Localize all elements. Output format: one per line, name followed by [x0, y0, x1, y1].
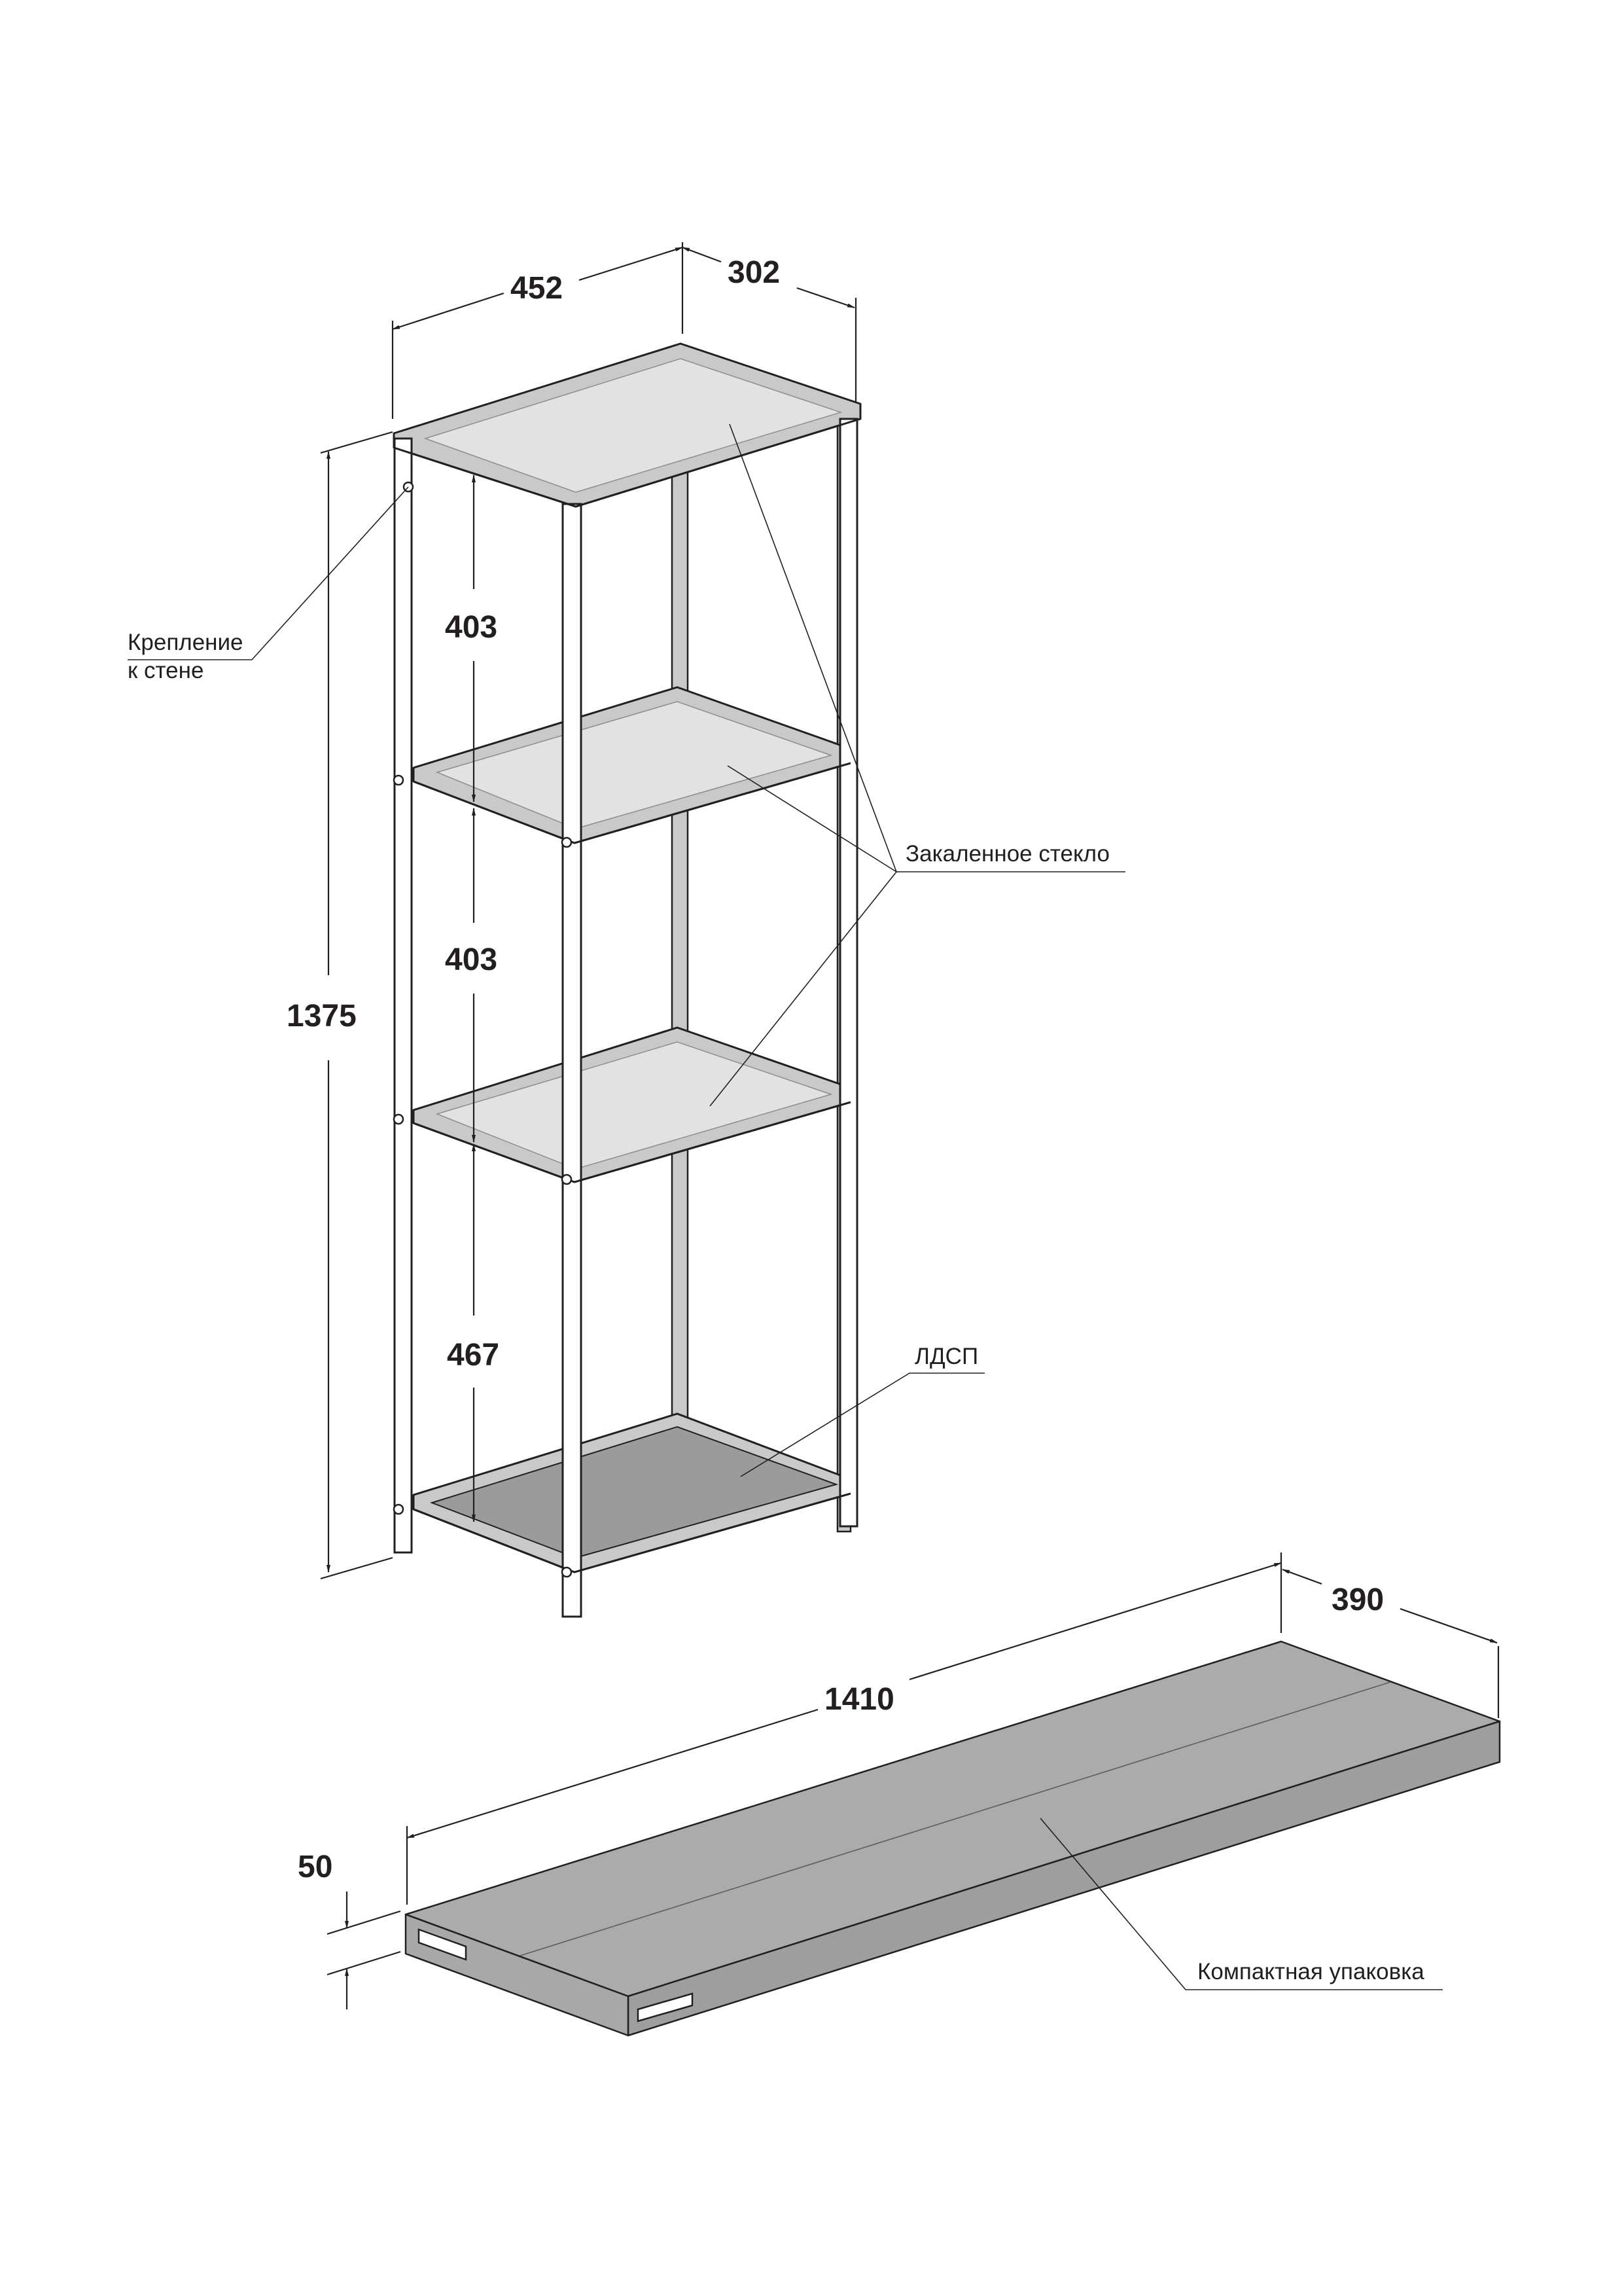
package-height-label: 50: [298, 1850, 332, 1884]
shelving-unit: [393, 342, 862, 1618]
compact-packaging-label: Компактная упаковка: [1197, 1959, 1424, 1984]
box-handle-slot: [637, 1992, 694, 2022]
box-top-face: [404, 1640, 1501, 1998]
package-width-label: 390: [1332, 1583, 1384, 1617]
tempered-glass-label: Закаленное стекло: [906, 841, 1110, 867]
bottom-shelf: [412, 1412, 852, 1573]
upper-glass-shelf: [412, 686, 852, 844]
wall-mount-label: к стене: [128, 658, 203, 683]
front-left-post: [393, 437, 413, 1554]
front-right-post: [839, 418, 858, 1528]
back-center-post: [671, 362, 689, 1425]
package-length-label: 1410: [824, 1682, 894, 1717]
package-callouts: Компактная упаковка: [1040, 1818, 1443, 1990]
chipboard-label: ЛДСП: [915, 1344, 978, 1369]
middle-gap-dimension-label: 403: [445, 942, 497, 977]
depth-dimension-label: 302: [728, 255, 780, 290]
top-glass-shelf: [393, 342, 862, 508]
wall-mount-pin: [393, 1113, 404, 1125]
wall-mount-pin: [393, 774, 404, 786]
wall-mount-label: Крепление: [128, 630, 243, 655]
lower-gap-dimension-label: 467: [447, 1338, 499, 1372]
package-dimensions: 1410 390 50: [298, 1552, 1500, 2009]
box-handle-slot: [417, 1928, 467, 1961]
front-center-post: [561, 503, 582, 1618]
compact-package-box: [404, 1640, 1501, 2037]
upper-gap-dimension-label: 403: [445, 610, 497, 645]
unit-dimensions: 452 302 1375 403 403 467: [287, 242, 857, 1580]
lower-glass-shelf: [412, 1026, 852, 1183]
wall-mount-pin: [393, 1503, 404, 1515]
width-dimension-label: 452: [510, 271, 563, 306]
height-dimension-label: 1375: [287, 999, 357, 1033]
unit-callouts: Крепление к стене Закаленное стекло ЛДСП: [128, 423, 1125, 1477]
